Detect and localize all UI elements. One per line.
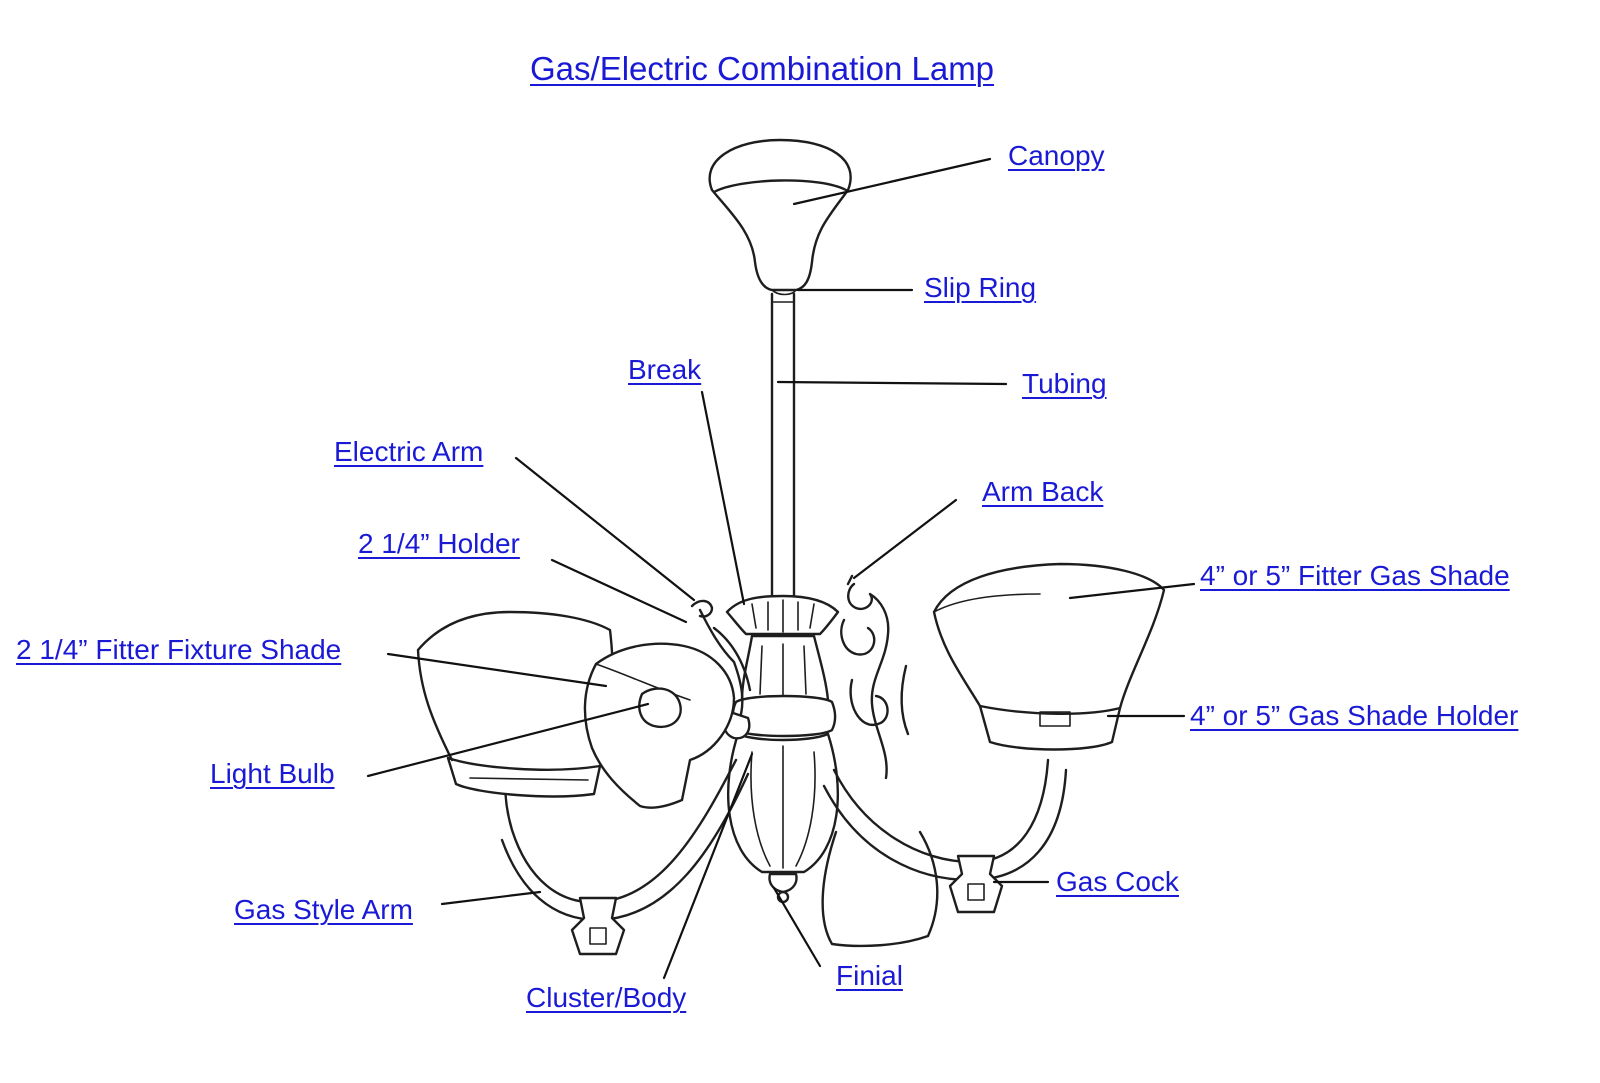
label-gas-style-arm[interactable]: Gas Style Arm <box>234 894 413 925</box>
right-gas-arm-drawing <box>822 562 1166 914</box>
tubing-drawing <box>770 292 796 602</box>
label-finial[interactable]: Finial <box>836 960 903 991</box>
label-gas-cock[interactable]: Gas Cock <box>1056 866 1179 897</box>
leader-holder <box>550 558 688 624</box>
leader-finial <box>772 886 822 968</box>
label-arm-back[interactable]: Arm Back <box>982 476 1104 507</box>
leader-fitter-fixture-shade <box>386 652 608 688</box>
leader-tubing <box>776 380 1008 386</box>
label-light-bulb[interactable]: Light Bulb <box>210 758 335 789</box>
left-gas-arm-drawing <box>416 610 750 956</box>
leader-arm-back <box>852 498 958 580</box>
leader-canopy <box>792 157 992 206</box>
label-fitter-fixture-shade[interactable]: 2 1/4” Fitter Fixture Shade <box>16 634 342 665</box>
arm-back-drawing <box>840 574 910 780</box>
electric-arm-drawing <box>583 599 752 809</box>
leader-break <box>700 390 746 606</box>
leader-light-bulb <box>366 702 650 778</box>
label-break[interactable]: Break <box>628 354 702 385</box>
rear-shade-drawing <box>821 830 939 948</box>
label-gas-shade-holder[interactable]: 4” or 5” Gas Shade Holder <box>1190 700 1519 731</box>
label-slip-ring[interactable]: Slip Ring <box>924 272 1037 303</box>
label-canopy[interactable]: Canopy <box>1008 140 1105 171</box>
cluster-body-drawing <box>725 594 840 904</box>
page-title[interactable]: Gas/Electric Combination Lamp <box>530 50 995 87</box>
leader-electric-arm <box>514 456 696 602</box>
label-tubing[interactable]: Tubing <box>1022 368 1107 399</box>
leader-lines <box>366 157 1196 980</box>
leader-fitter-gas-shade <box>1068 582 1196 600</box>
leader-cluster-body <box>662 752 754 980</box>
label-fitter-gas-shade[interactable]: 4” or 5” Fitter Gas Shade <box>1200 560 1510 591</box>
canopy-drawing <box>708 138 852 296</box>
label-holder-2-1-4[interactable]: 2 1/4” Holder <box>358 528 520 559</box>
label-electric-arm[interactable]: Electric Arm <box>334 436 484 467</box>
label-cluster-body[interactable]: Cluster/Body <box>526 982 687 1013</box>
leader-gas-style-arm <box>440 890 542 906</box>
